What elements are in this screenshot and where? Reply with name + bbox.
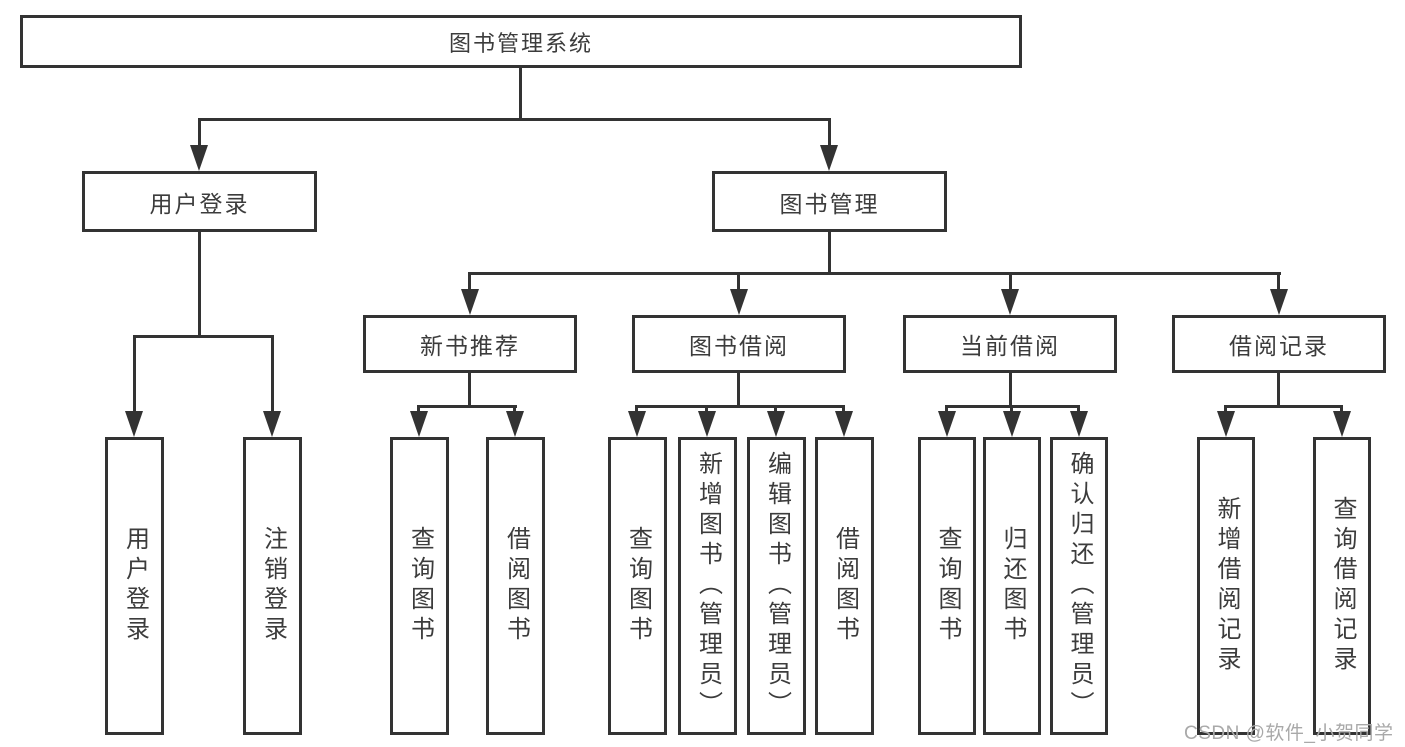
leaf-recommend-query-books: 查询图书 xyxy=(390,437,449,735)
arrowhead-down-icon xyxy=(461,289,479,315)
arrowhead-down-icon xyxy=(698,411,716,437)
leaf-return-books: 归还图书 xyxy=(983,437,1041,735)
arrowhead-down-icon xyxy=(410,411,428,437)
connector-line xyxy=(1277,272,1280,294)
arrowhead-down-icon xyxy=(1070,411,1088,437)
connector-line xyxy=(271,335,274,415)
leaf-borrow-query-books-label: 查询图书 xyxy=(624,526,652,646)
node-root-label: 图书管理系统 xyxy=(448,30,593,56)
connector-line xyxy=(418,405,517,408)
arrowhead-down-icon xyxy=(1001,289,1019,315)
connector-line xyxy=(133,335,274,338)
connector-line xyxy=(1009,373,1012,405)
leaf-query-borrow-record: 查询借阅记录 xyxy=(1313,437,1371,735)
connector-line xyxy=(198,232,201,335)
arrowhead-down-icon xyxy=(125,411,143,437)
leaf-add-books-admin: 新增图书（管理员） xyxy=(678,437,737,735)
arrowhead-down-icon xyxy=(628,411,646,437)
node-user-login-label: 用户登录 xyxy=(149,190,250,217)
arrowhead-down-icon xyxy=(190,145,208,171)
node-book-borrow: 图书借阅 xyxy=(632,315,846,373)
node-book-management-label: 图书管理 xyxy=(779,190,880,217)
connector-line xyxy=(469,272,1281,275)
arrowhead-down-icon xyxy=(820,145,838,171)
leaf-user-login-label: 用户登录 xyxy=(121,526,149,646)
connector-line xyxy=(519,68,522,118)
leaf-logout-label: 注销登录 xyxy=(259,526,287,646)
node-user-login: 用户登录 xyxy=(82,171,317,232)
leaf-confirm-return-admin-label: 确认归还（管理员） xyxy=(1066,451,1093,721)
leaf-borrow-books-label: 借阅图书 xyxy=(831,526,859,646)
connector-line xyxy=(1277,373,1280,405)
node-current-borrow-label: 当前借阅 xyxy=(960,333,1060,359)
connector-line xyxy=(468,373,471,405)
arrowhead-down-icon xyxy=(938,411,956,437)
leaf-user-login: 用户登录 xyxy=(105,437,164,735)
node-borrow-records: 借阅记录 xyxy=(1172,315,1386,373)
node-new-book-recommend-label: 新书推荐 xyxy=(420,333,520,359)
arrowhead-down-icon xyxy=(767,411,785,437)
arrowhead-down-icon xyxy=(263,411,281,437)
node-current-borrow: 当前借阅 xyxy=(903,315,1117,373)
connector-line xyxy=(946,405,1080,408)
connector-line xyxy=(737,272,740,294)
node-root: 图书管理系统 xyxy=(20,15,1022,68)
leaf-confirm-return-admin: 确认归还（管理员） xyxy=(1050,437,1108,735)
connector-line xyxy=(198,118,831,121)
leaf-borrow-books: 借阅图书 xyxy=(815,437,874,735)
csdn-watermark: CSDN @软件_小贺同学 xyxy=(1184,723,1394,744)
connector-line xyxy=(133,335,136,415)
leaf-current-query-books-label: 查询图书 xyxy=(934,526,961,646)
leaf-borrow-query-books: 查询图书 xyxy=(608,437,667,735)
connector-line xyxy=(198,118,201,150)
node-book-borrow-label: 图书借阅 xyxy=(689,333,789,359)
arrowhead-down-icon xyxy=(1003,411,1021,437)
leaf-recommend-borrow-books: 借阅图书 xyxy=(486,437,545,735)
node-book-management: 图书管理 xyxy=(712,171,947,232)
node-borrow-records-label: 借阅记录 xyxy=(1229,333,1329,359)
leaf-recommend-borrow-books-label: 借阅图书 xyxy=(502,526,530,646)
arrowhead-down-icon xyxy=(730,289,748,315)
connector-line xyxy=(468,272,471,294)
leaf-add-borrow-record-label: 新增借阅记录 xyxy=(1213,496,1240,676)
arrowhead-down-icon xyxy=(1270,289,1288,315)
connector-line xyxy=(828,232,831,272)
connector-line xyxy=(636,405,845,408)
arrowhead-down-icon xyxy=(1217,411,1235,437)
connector-line xyxy=(828,118,831,150)
arrowhead-down-icon xyxy=(506,411,524,437)
arrowhead-down-icon xyxy=(835,411,853,437)
node-new-book-recommend: 新书推荐 xyxy=(363,315,577,373)
leaf-current-query-books: 查询图书 xyxy=(918,437,976,735)
leaf-edit-books-admin: 编辑图书（管理员） xyxy=(747,437,806,735)
leaf-edit-books-admin-label: 编辑图书（管理员） xyxy=(763,451,791,721)
leaf-query-borrow-record-label: 查询借阅记录 xyxy=(1329,496,1356,676)
leaf-add-borrow-record: 新增借阅记录 xyxy=(1197,437,1255,735)
leaf-add-books-admin-label: 新增图书（管理员） xyxy=(694,451,722,721)
leaf-logout: 注销登录 xyxy=(243,437,302,735)
arrowhead-down-icon xyxy=(1333,411,1351,437)
leaf-return-books-label: 归还图书 xyxy=(999,526,1026,646)
connector-line xyxy=(1009,272,1012,294)
connector-line xyxy=(737,373,740,405)
leaf-recommend-query-books-label: 查询图书 xyxy=(406,526,434,646)
connector-line xyxy=(1225,405,1343,408)
